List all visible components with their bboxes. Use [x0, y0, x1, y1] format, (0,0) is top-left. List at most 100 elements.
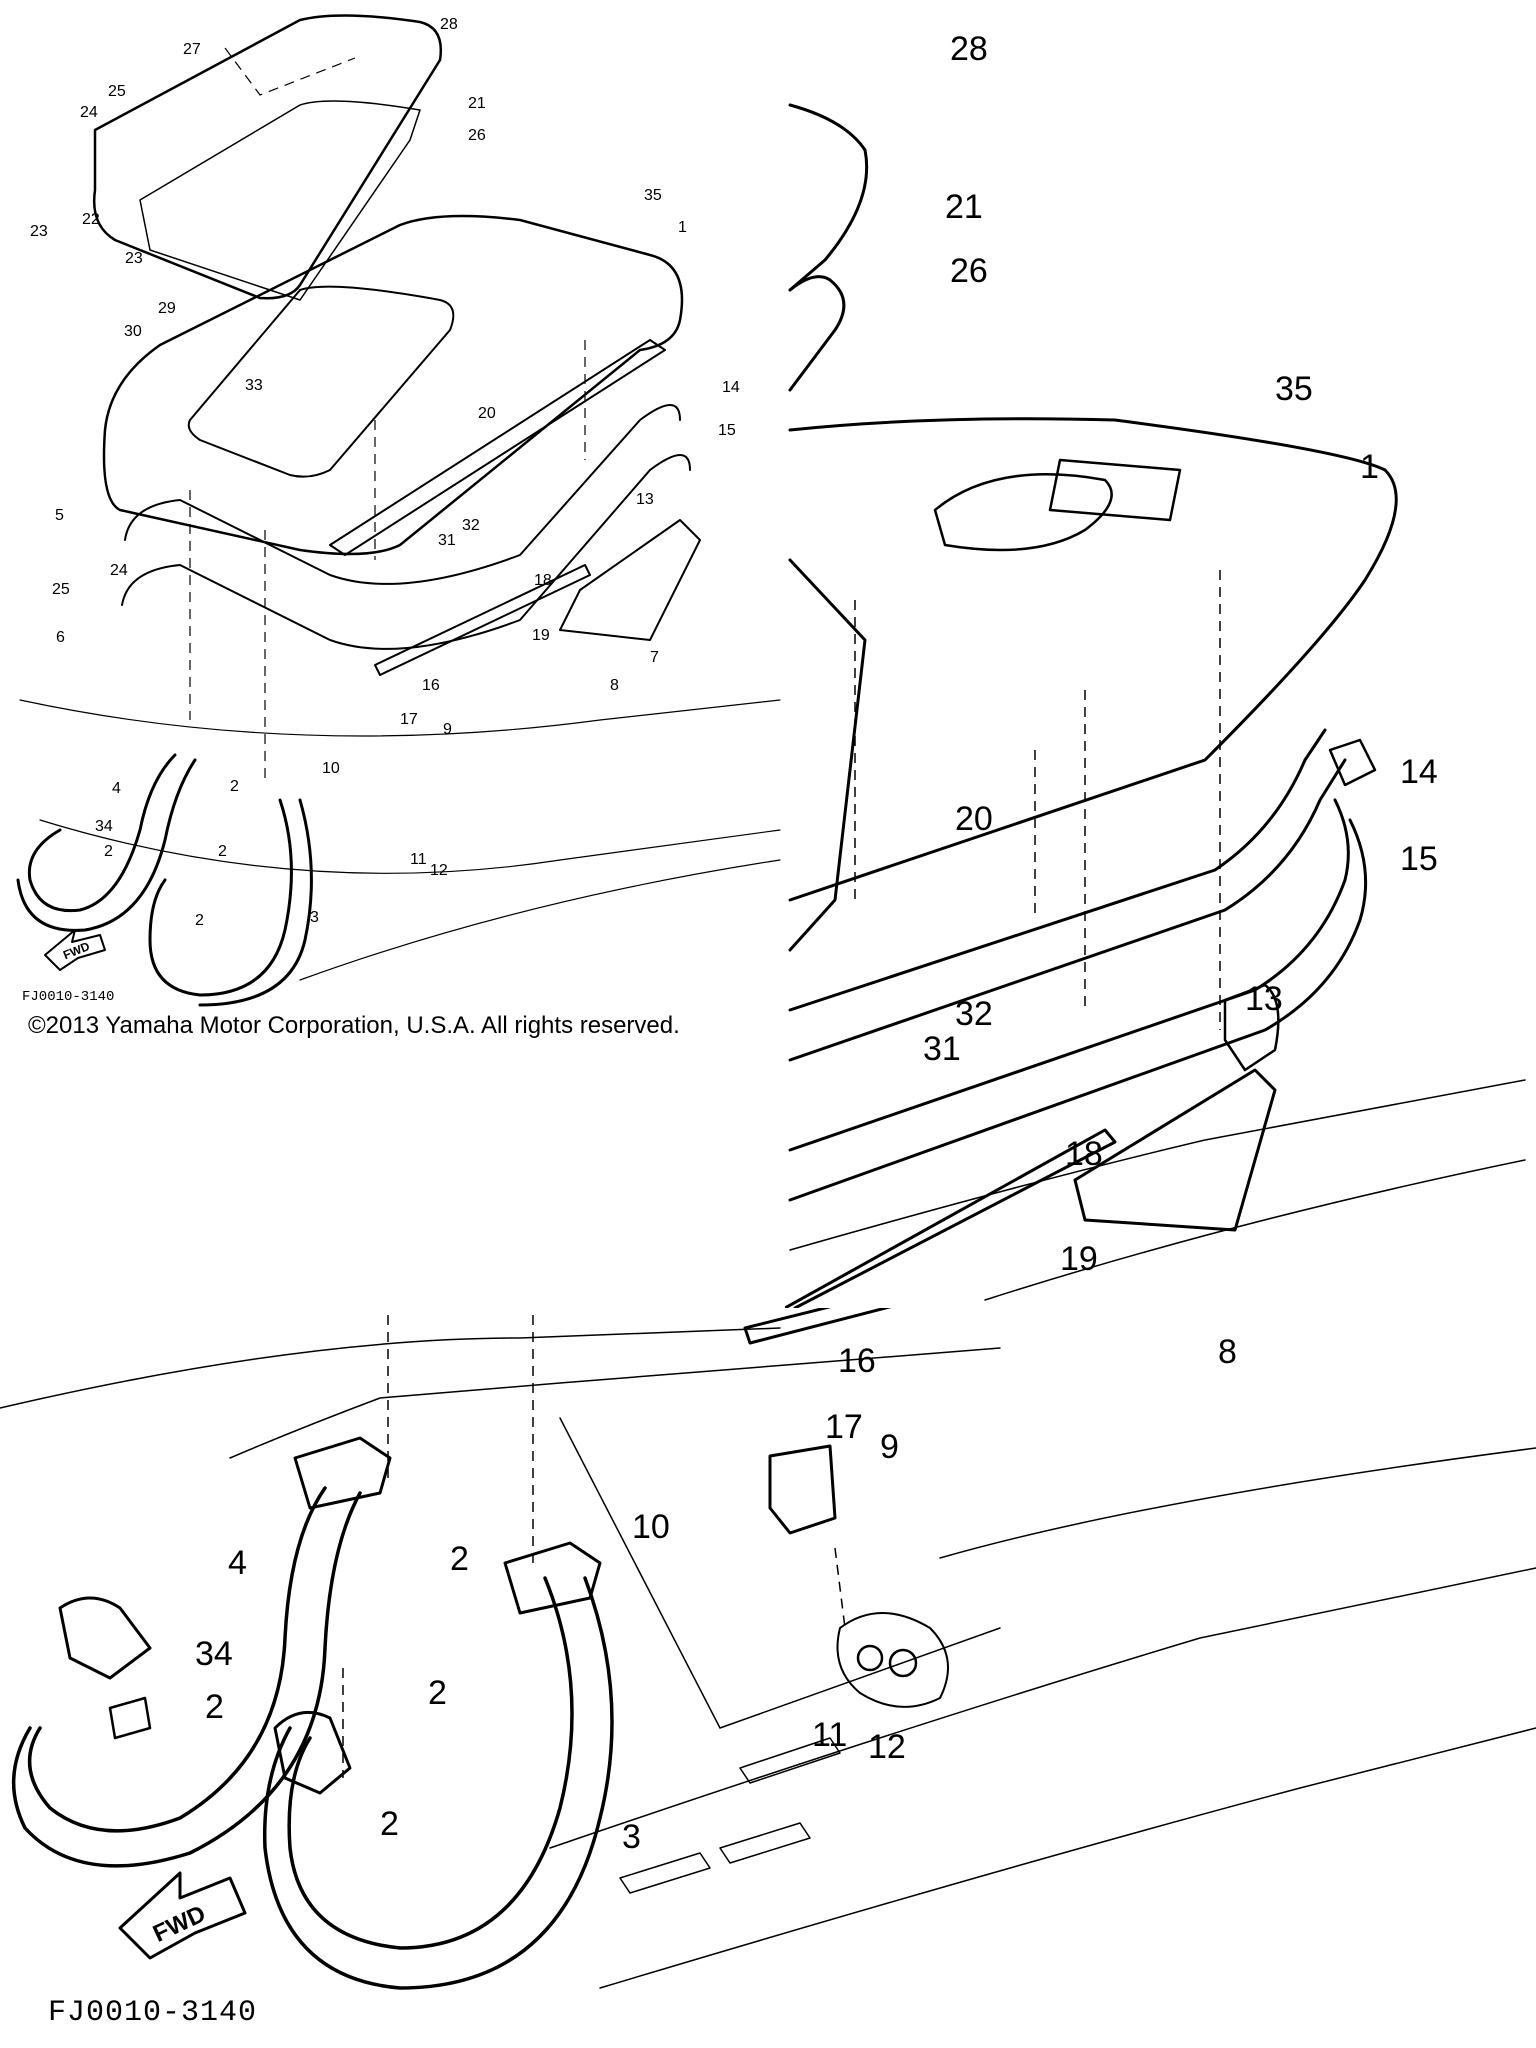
callout-26: 26 — [468, 127, 486, 144]
callout-21: 21 — [468, 95, 486, 112]
callout-32: 32 — [462, 517, 480, 534]
seal-ring-zoom-2 — [788, 818, 1368, 1202]
callout-15: 15 — [718, 422, 736, 439]
callout-5: 5 — [55, 507, 64, 524]
overview-diagram: FWD FJ0010-3140 27 28 25 24 21 26 23 22 … — [0, 0, 785, 1010]
seal-strip-20-zoom — [788, 728, 1327, 1012]
callout-34: 34 — [95, 818, 113, 835]
callout-6: 6 — [56, 629, 65, 646]
grab-handle-4-inner — [16, 758, 197, 932]
callout-3: 3 — [310, 909, 319, 926]
callout-7: 7 — [650, 649, 659, 666]
callout-8: 8 — [610, 677, 619, 694]
assembly-line — [224, 47, 356, 96]
callout-20: 20 — [955, 800, 993, 838]
callout-11: 11 — [410, 851, 427, 868]
fwd-arrow-icon: FWD — [44, 929, 106, 971]
handle-3-end-plate — [273, 1710, 352, 1795]
grab-handle-4-lower — [27, 1486, 327, 1833]
callout-31: 31 — [923, 1030, 961, 1068]
callout-28: 28 — [440, 16, 458, 33]
support-rod-16-zoom — [785, 1128, 1117, 1308]
grab-handle-3-inner — [198, 798, 313, 1007]
callout-11: 11 — [812, 1716, 847, 1754]
callout-22: 22 — [82, 211, 100, 228]
callout-34: 34 — [195, 1635, 233, 1673]
hull-line-lower — [0, 1327, 781, 1409]
callout-4: 4 — [228, 1544, 247, 1582]
callout-17: 17 — [825, 1408, 863, 1446]
callout-19: 19 — [1060, 1240, 1098, 1278]
seal-ring-5 — [124, 404, 681, 585]
hull-line-lower-3 — [549, 1567, 1536, 1849]
callout-2d: 2 — [380, 1805, 399, 1843]
callout-12: 12 — [430, 862, 448, 879]
support-rod-16-lower — [743, 1308, 892, 1345]
callout-25b: 25 — [52, 581, 70, 598]
washer-11 — [856, 1644, 884, 1672]
grab-handle-4-lower-inner — [11, 1491, 362, 1868]
callout-16: 16 — [838, 1342, 876, 1380]
hatch-lid-edge — [788, 103, 869, 292]
nut-12 — [888, 1648, 918, 1678]
handle-4-bracket — [293, 1436, 392, 1510]
hood-top-outline — [788, 417, 1398, 902]
callout-14: 14 — [1400, 753, 1438, 791]
callout-1: 1 — [1360, 448, 1379, 486]
zoom-lower-callouts: 7 8 16 17 9 10 4 2 34 2 2 11 12 2 3 — [195, 1333, 1237, 1856]
latch-14 — [1328, 738, 1377, 787]
grab-handle-3-lower-inner — [262, 1576, 614, 1990]
grab-handle-3-lower — [287, 1576, 574, 1950]
grab-handle-3 — [148, 798, 293, 997]
callout-27: 27 — [183, 41, 201, 58]
callout-2c: 2 — [104, 843, 113, 860]
hull-line — [19, 699, 781, 737]
hull-line-zoom — [789, 1079, 1526, 1251]
callout-32: 32 — [955, 995, 993, 1033]
callout-10: 10 — [322, 760, 340, 777]
overview-callouts: 27 28 25 24 21 26 23 22 23 35 1 29 30 33… — [30, 16, 740, 929]
hatch-seal-edge — [788, 275, 846, 392]
callout-23: 23 — [30, 223, 48, 240]
callout-9: 9 — [880, 1428, 899, 1466]
assembly-line — [834, 1547, 846, 1629]
callout-14: 14 — [722, 379, 740, 396]
callout-19: 19 — [532, 627, 550, 644]
hood-opening — [187, 285, 455, 478]
handle-3-bracket — [503, 1541, 602, 1615]
seal-ring-6 — [121, 454, 691, 650]
hull-line-lower-6 — [559, 1417, 1001, 1729]
figure-code-large: FJ0010-3140 — [48, 1996, 257, 2030]
nut-plate — [836, 1612, 949, 1708]
callout-2b: 2 — [218, 843, 227, 860]
callout-1: 1 — [678, 219, 687, 236]
zoom-detail-lower: FWD FJ0010-3140 7 8 16 17 9 10 4 2 34 2 … — [0, 1308, 1536, 2048]
fwd-arrow-icon-large: FWD — [118, 1871, 247, 1960]
callout-35: 35 — [644, 187, 662, 204]
copyright-notice: ©2013 Yamaha Motor Corporation, U.S.A. A… — [28, 1012, 680, 1039]
callout-13: 13 — [1245, 980, 1283, 1018]
seal-ring-zoom — [788, 798, 1350, 1152]
hood-vent-inner — [1048, 458, 1182, 522]
callout-21: 21 — [945, 188, 983, 226]
hatch-lid — [92, 14, 443, 300]
callout-3: 3 — [622, 1818, 641, 1856]
hatch-lid-seal — [139, 100, 421, 301]
callout-9: 9 — [443, 721, 452, 738]
zoom-upper-callouts: 28 21 26 35 1 14 15 20 31 32 13 18 19 — [923, 30, 1438, 1278]
callout-29: 29 — [158, 300, 176, 317]
figure-code-small: FJ0010-3140 — [22, 989, 114, 1005]
zoom-upper-drawing: 28 21 26 35 1 14 15 20 31 32 13 18 19 — [785, 30, 1526, 1308]
grab-handle-4 — [27, 753, 177, 913]
hull-line-lower-2 — [229, 1347, 1001, 1459]
callout-30: 30 — [124, 323, 142, 340]
callout-2d: 2 — [195, 912, 204, 929]
callout-25: 25 — [108, 83, 126, 100]
hull-line-zoom-2 — [984, 1159, 1526, 1301]
callout-2b: 2 — [205, 1688, 224, 1726]
callout-18: 18 — [1065, 1135, 1103, 1173]
callout-20: 20 — [478, 405, 496, 422]
hull-line-3 — [299, 859, 781, 981]
seal-strip-20 — [329, 339, 666, 556]
callout-18: 18 — [534, 572, 552, 589]
